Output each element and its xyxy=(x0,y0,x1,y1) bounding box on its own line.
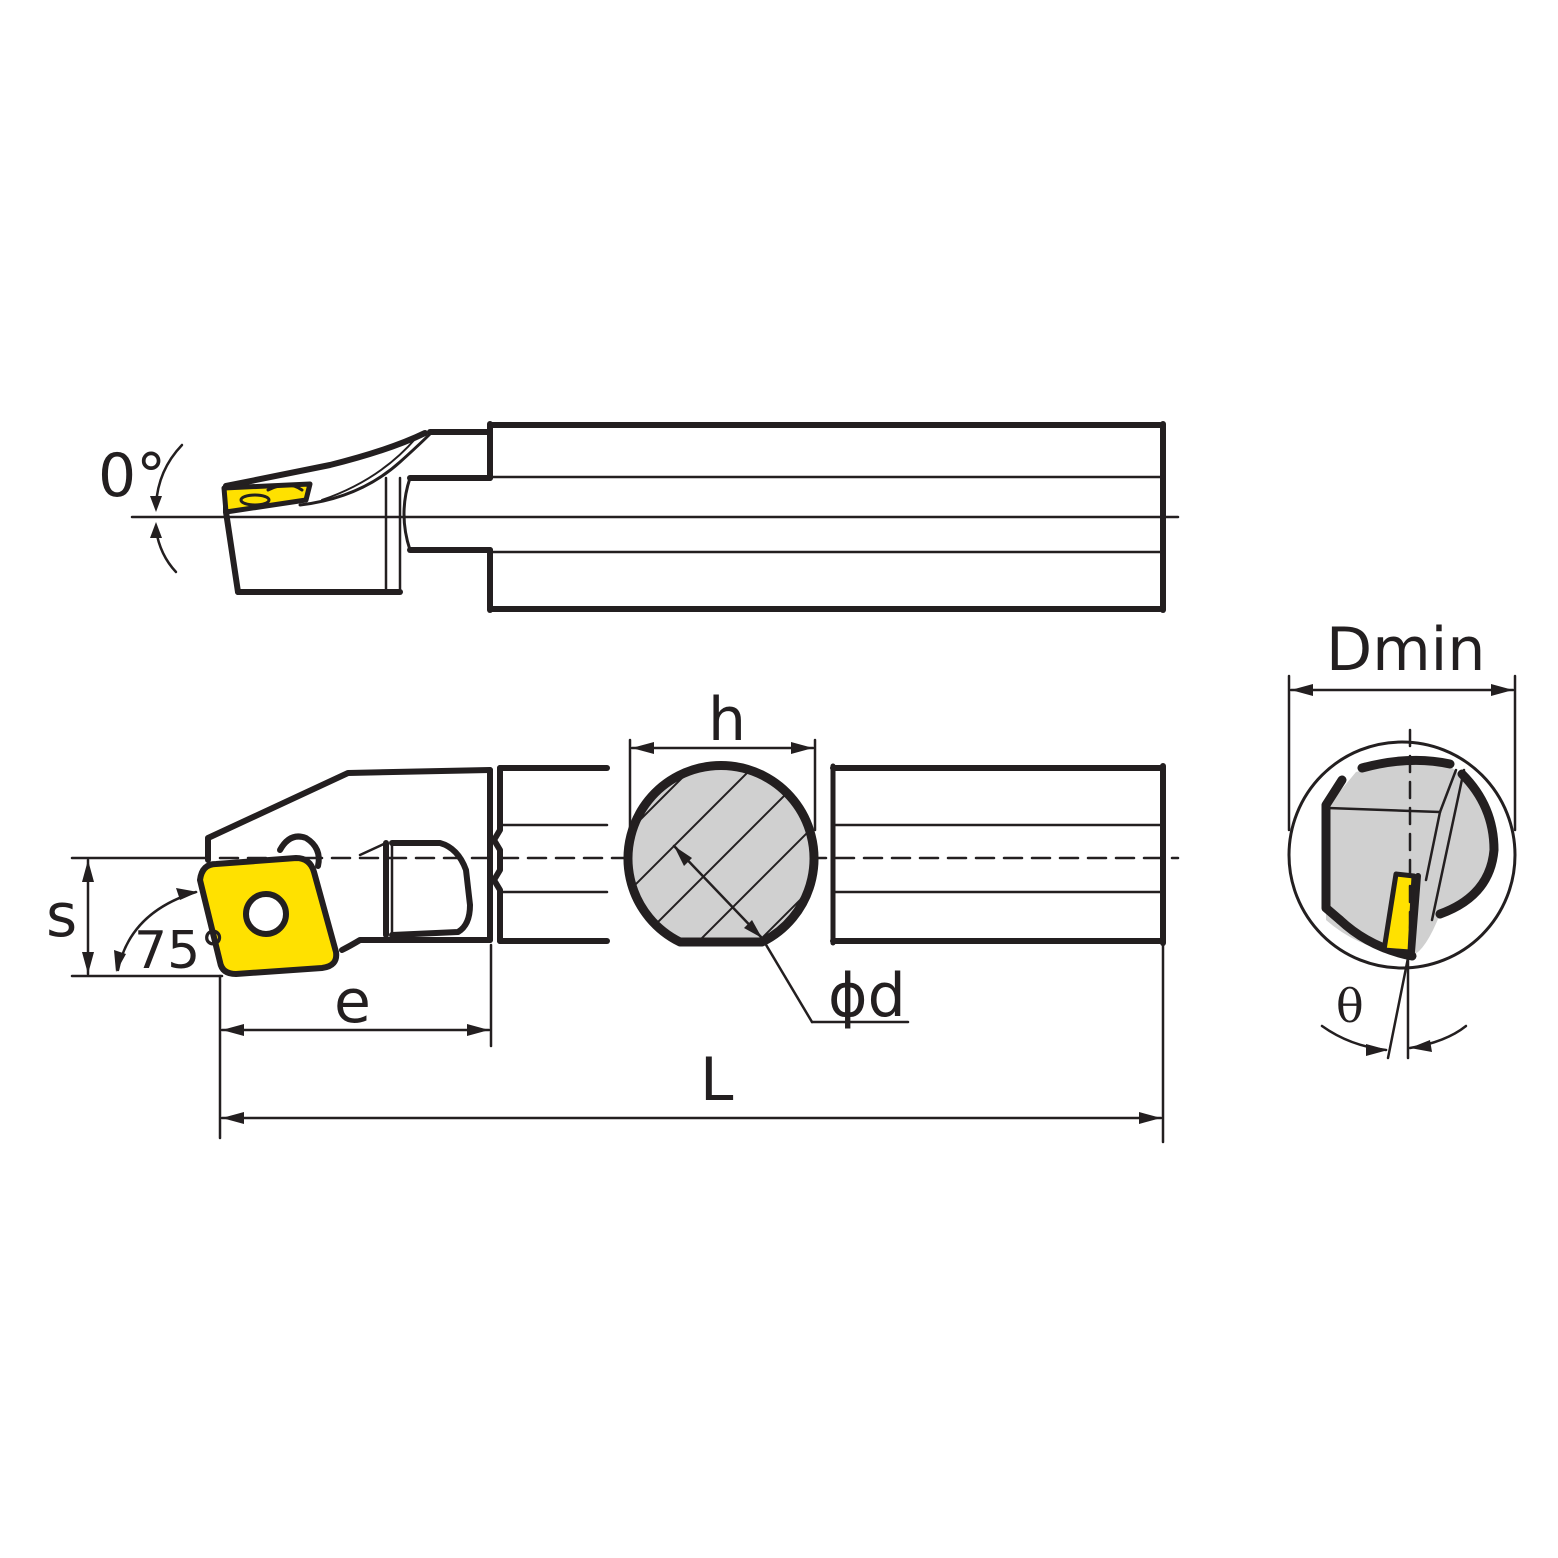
phi-d-label: ϕd xyxy=(828,961,906,1031)
dmin-label: Dmin xyxy=(1326,615,1485,685)
dimensions xyxy=(70,674,1517,1144)
angle-75-label: 75° xyxy=(134,921,226,981)
front-insert xyxy=(197,855,340,977)
top-angle-marker xyxy=(150,443,184,574)
top-view xyxy=(130,421,1180,613)
end-view xyxy=(1287,728,1517,970)
top-insert xyxy=(221,481,313,515)
front-clamp xyxy=(277,833,322,869)
top-shank xyxy=(487,421,1166,613)
front-shank-right xyxy=(830,763,1166,946)
theta-label: θ xyxy=(1336,979,1364,1033)
h-label: h xyxy=(708,685,746,755)
front-view xyxy=(197,763,1180,977)
front-shank-left xyxy=(487,765,610,944)
L-label: L xyxy=(700,1045,734,1115)
cross-section xyxy=(623,761,819,947)
e-label: e xyxy=(334,967,371,1037)
s-label: s xyxy=(46,881,77,951)
top-angle-label: 0° xyxy=(98,441,166,511)
top-neck xyxy=(384,429,493,594)
front-head xyxy=(205,767,493,953)
